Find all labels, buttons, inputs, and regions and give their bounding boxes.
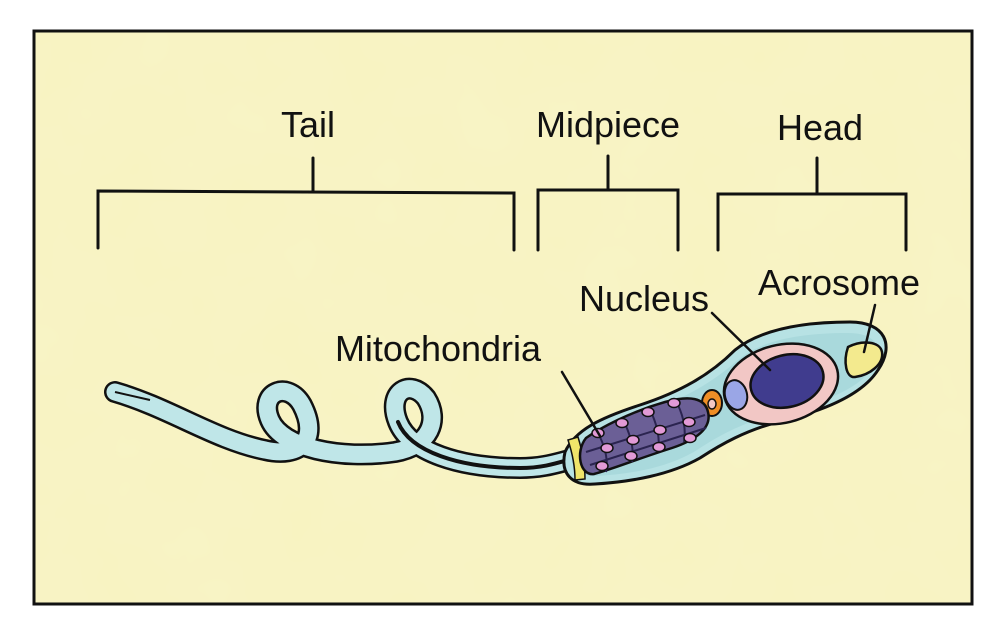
mitochondria-cluster xyxy=(578,397,710,476)
acrosome-label: Acrosome xyxy=(758,262,920,303)
paper-texture xyxy=(34,31,972,604)
head-label: Head xyxy=(777,107,863,148)
mitochondria-label: Mitochondria xyxy=(335,328,542,369)
midpiece-bracket xyxy=(536,154,680,252)
nucleus-leader xyxy=(710,311,772,372)
acrosome-leader xyxy=(862,303,877,354)
axial-filament xyxy=(396,420,577,471)
diagram-frame xyxy=(32,29,974,606)
nucleus-label: Nucleus xyxy=(579,278,709,319)
midpiece-label: Midpiece xyxy=(536,104,680,145)
acrosome-shape xyxy=(844,341,884,379)
mitochondria-leader xyxy=(560,370,602,438)
tail-flagellum xyxy=(104,377,581,479)
head-bracket xyxy=(716,156,908,252)
vacuole xyxy=(723,379,749,411)
tail-label: Tail xyxy=(281,104,335,145)
tail-bracket xyxy=(96,156,516,252)
